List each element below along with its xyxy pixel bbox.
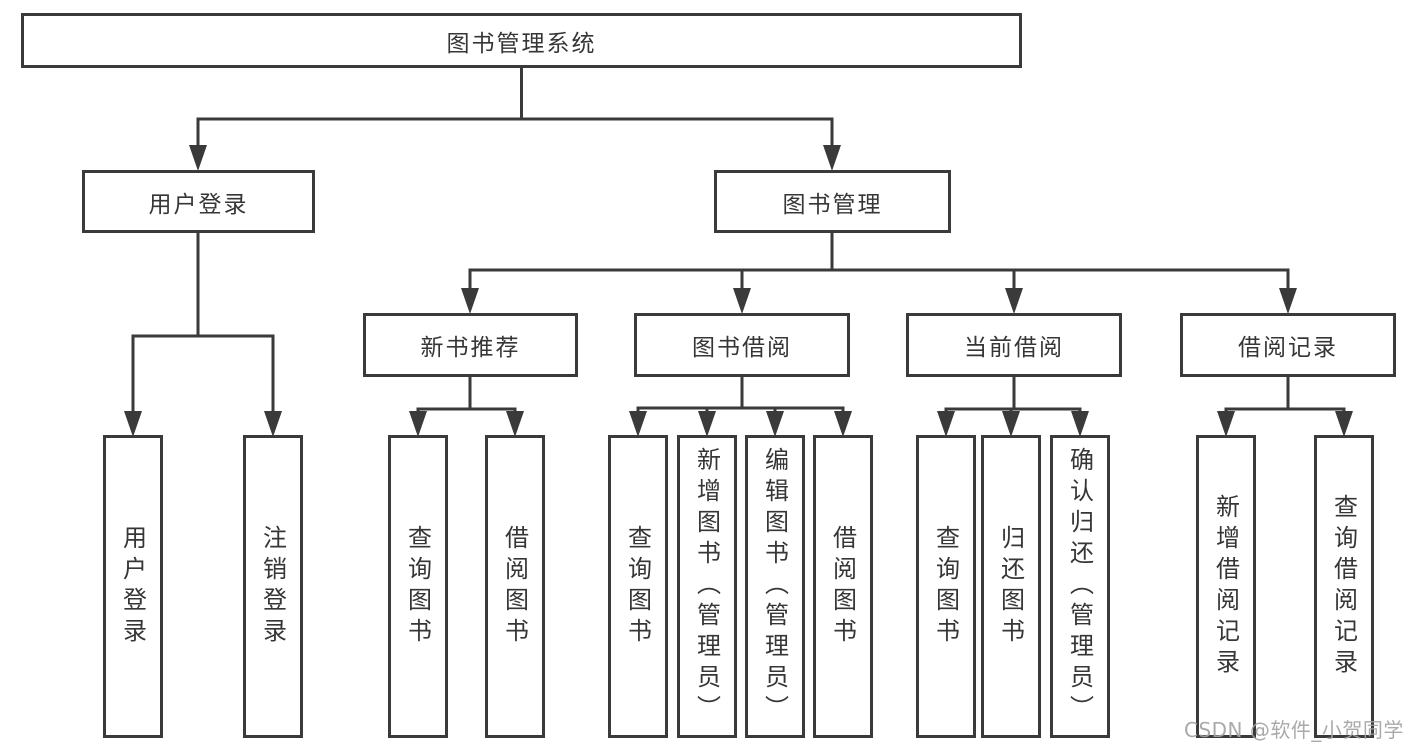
arrow-down-icon	[937, 411, 955, 437]
leaf-return-books: 归还图书	[981, 435, 1041, 738]
edge-records-branch	[1224, 407, 1346, 414]
node-root: 图书管理系统	[21, 13, 1022, 68]
arrow-down-icon	[1071, 411, 1089, 437]
arrow-down-icon	[1005, 288, 1023, 314]
arrow-down-icon	[1217, 411, 1235, 437]
arrow-down-icon	[766, 411, 784, 437]
arrow-down-icon	[834, 411, 852, 437]
arrow-down-icon	[461, 288, 479, 314]
watermark-text: CSDN @软件_小贺同学	[1184, 718, 1404, 742]
arrow-down-icon	[409, 411, 427, 437]
arrowheads	[124, 145, 1353, 437]
leaf-query-borrow-record: 查询借阅记录	[1314, 435, 1374, 738]
leaf-add-books-admin: 新增图书（管理员）	[677, 435, 737, 738]
arrow-down-icon	[698, 411, 716, 437]
edge-recommend-branch	[416, 407, 517, 414]
arrow-down-icon	[1002, 411, 1020, 437]
leaf-add-borrow-record: 新增借阅记录	[1196, 435, 1256, 738]
arrow-down-icon	[733, 288, 751, 314]
leaf-edit-books-admin: 编辑图书（管理员）	[745, 435, 805, 738]
arrow-down-icon	[823, 145, 841, 171]
node-current-borrow: 当前借阅	[906, 313, 1122, 377]
leaf-confirm-return-admin: 确认归还（管理员）	[1050, 435, 1110, 738]
node-book-borrow: 图书借阅	[634, 313, 850, 377]
arrow-down-icon	[124, 411, 142, 437]
edge-borrow-branch	[636, 406, 845, 414]
edge-login-branch	[131, 334, 275, 414]
edge-mgmt-branch	[468, 268, 1290, 292]
leaf-recommend-borrow-books: 借阅图书	[485, 435, 545, 738]
arrow-down-icon	[189, 145, 207, 171]
leaf-current-query-books: 查询图书	[916, 435, 976, 738]
node-borrow-records: 借阅记录	[1180, 313, 1396, 377]
arrow-down-icon	[506, 411, 524, 437]
edge-root-branch	[196, 117, 834, 148]
arrow-down-icon	[629, 411, 647, 437]
node-new-book-recommend: 新书推荐	[363, 313, 578, 377]
node-book-management: 图书管理	[714, 170, 951, 233]
arrow-down-icon	[264, 411, 282, 437]
node-user-login: 用户登录	[82, 170, 315, 233]
leaf-borrow-query-books: 查询图书	[608, 435, 668, 738]
leaf-recommend-query-books: 查询图书	[388, 435, 448, 738]
arrow-down-icon	[1335, 411, 1353, 437]
leaf-user-login: 用户登录	[103, 435, 163, 738]
leaf-logout: 注销登录	[243, 435, 303, 738]
leaf-borrow-books: 借阅图书	[813, 435, 873, 738]
arrow-down-icon	[1279, 288, 1297, 314]
